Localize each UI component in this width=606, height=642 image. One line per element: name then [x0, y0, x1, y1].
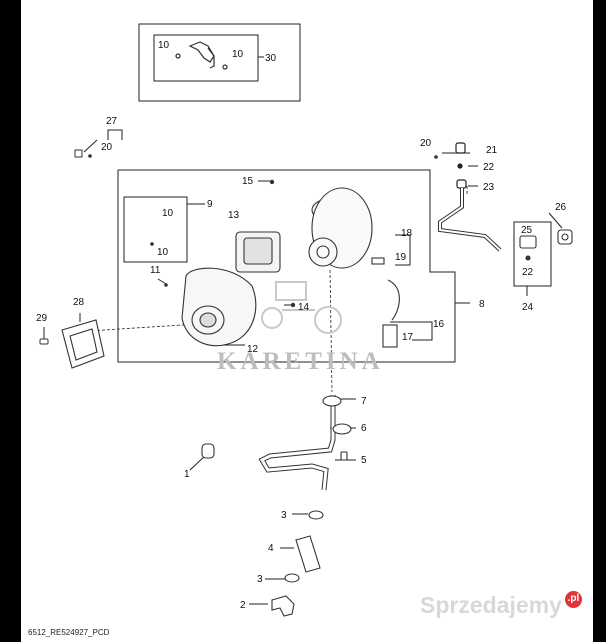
- sub-box-9: [123, 196, 188, 263]
- callout-c26: 26: [555, 202, 567, 213]
- callout-c21: 21: [486, 145, 498, 156]
- callout-c18: 18: [401, 228, 413, 239]
- gasket-28: [61, 319, 105, 369]
- callout-c30: 30: [265, 53, 277, 64]
- bolt-29: [39, 338, 49, 345]
- callout-c23: 23: [483, 182, 495, 193]
- sub-box-24: [513, 221, 552, 287]
- callout-c13: 13: [228, 210, 240, 221]
- callout-c9: 9: [207, 199, 213, 210]
- elbow-fitting-2: [271, 595, 295, 617]
- assembly-frame-8: [117, 169, 456, 363]
- watermark-text: KARETINA: [217, 348, 384, 375]
- parts-diagram-sheet: [21, 0, 593, 642]
- callout-c2: 2: [240, 600, 246, 611]
- callout-c14: 14: [298, 302, 310, 313]
- hose-clamp-3-upper: [308, 510, 324, 520]
- oil-return-pipe: [258, 395, 336, 491]
- watermark-tractor: [261, 281, 342, 334]
- callout-c11: 11: [150, 265, 161, 276]
- callout-c10b: 10: [232, 49, 244, 60]
- callout-c3b: 3: [257, 574, 263, 585]
- callout-c7: 7: [361, 396, 367, 407]
- gasket-7: [322, 395, 342, 407]
- drawing-code: 6512_RE524927_PCD: [28, 628, 110, 637]
- callout-c10a: 10: [158, 40, 170, 51]
- fitting-26: [557, 229, 573, 245]
- callout-c19: 19: [395, 252, 407, 263]
- callout-c12: 12: [247, 344, 259, 355]
- callout-c28: 28: [73, 297, 85, 308]
- callout-c24: 24: [522, 302, 534, 313]
- hose-clamp-3-lower: [284, 573, 300, 583]
- turbocharger-center: [308, 187, 373, 269]
- callout-c10c: 10: [162, 208, 174, 219]
- bolt-5: [340, 451, 348, 461]
- callout-c16: 16: [433, 319, 445, 330]
- callout-c1: 1: [184, 469, 190, 480]
- callout-c20b: 20: [420, 138, 432, 149]
- bracket-assembly-30: [175, 41, 228, 70]
- callout-c10d: 10: [157, 247, 169, 258]
- inset-box-30: [153, 34, 259, 82]
- callout-c3a: 3: [281, 510, 287, 521]
- callout-c22b: 22: [522, 267, 534, 278]
- turbine-housing-12: [181, 267, 257, 347]
- oil-supply-fitting: [455, 142, 467, 189]
- plug-1: [201, 443, 215, 459]
- callout-c22a: 22: [483, 162, 495, 173]
- callout-c15: 15: [242, 176, 254, 187]
- inset-frame-30: [138, 23, 301, 102]
- fasteners: [88, 154, 438, 308]
- callout-c17: 17: [402, 332, 414, 343]
- callout-c25: 25: [521, 225, 533, 236]
- fitting-25: [519, 235, 537, 261]
- brand-badge: .pl: [565, 591, 582, 608]
- callout-c8: 8: [479, 299, 485, 310]
- callout-c29: 29: [36, 313, 48, 324]
- hose-4: [295, 535, 321, 573]
- callout-c4: 4: [268, 543, 274, 554]
- callout-c20a: 20: [101, 142, 113, 153]
- wastegate-actuator-13: [235, 231, 281, 273]
- gasket-6: [332, 423, 352, 435]
- callout-c6: 6: [361, 423, 367, 434]
- callout-c5: 5: [361, 455, 367, 466]
- bolt-27: [74, 149, 83, 158]
- callout-c27: 27: [106, 116, 118, 127]
- sensor-harness-17: [371, 257, 400, 348]
- brand-watermark: Sprzedajemy: [420, 592, 562, 618]
